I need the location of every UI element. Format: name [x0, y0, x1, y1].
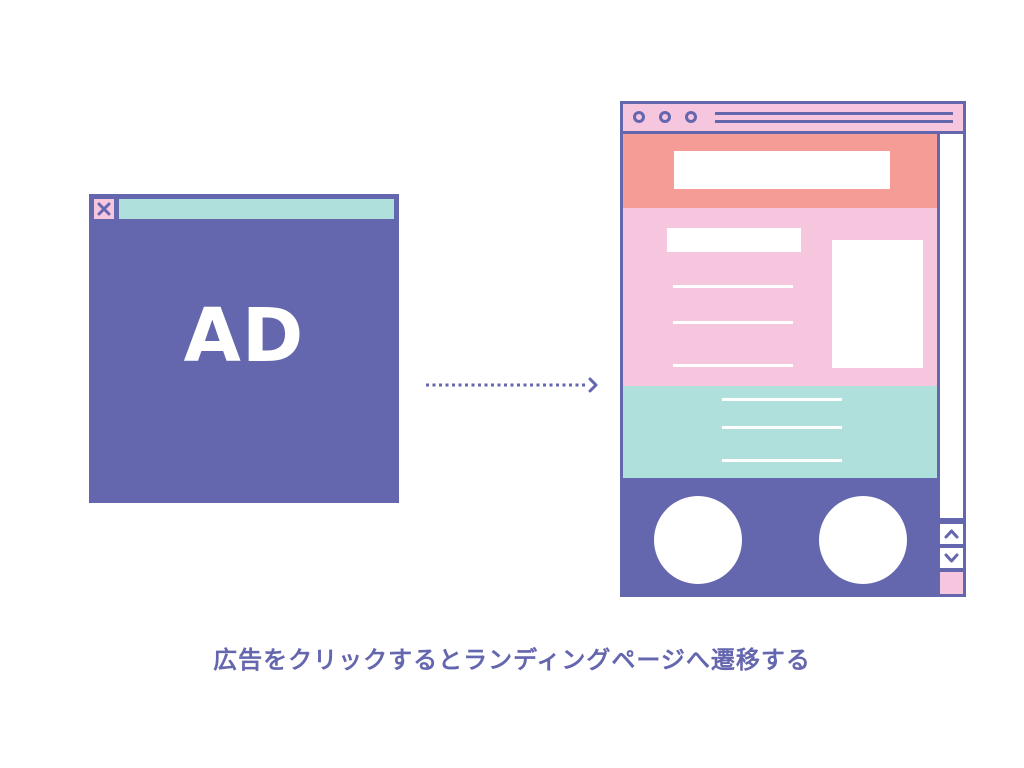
caption: 広告をクリックするとランディングページへ遷移する — [213, 646, 811, 674]
scrollbar-track[interactable] — [940, 134, 963, 518]
window-dot-icon — [659, 111, 671, 123]
close-icon[interactable] — [94, 199, 114, 219]
lp-header-section — [623, 134, 937, 208]
chevron-down-icon[interactable] — [940, 548, 963, 568]
chevron-up-icon[interactable] — [940, 524, 963, 544]
dotted-arrow-icon — [420, 374, 602, 400]
window-dot-icon — [685, 111, 697, 123]
circle-image — [819, 496, 907, 584]
title-line — [715, 120, 953, 123]
landing-page-window — [620, 101, 966, 597]
browser-title-bar — [623, 104, 963, 131]
lp-content-section — [623, 208, 937, 386]
circle-image — [654, 496, 742, 584]
lp-feature-section — [623, 386, 937, 478]
text-line — [722, 398, 842, 401]
text-line — [673, 364, 793, 367]
title-line — [715, 112, 953, 115]
ad-label: AD — [183, 293, 305, 379]
scrollbar-corner — [940, 572, 963, 594]
window-dot-icon — [633, 111, 645, 123]
text-line — [722, 459, 842, 462]
text-line — [673, 321, 793, 324]
ad-window[interactable]: AD — [89, 194, 399, 503]
lp-image-block — [832, 240, 923, 368]
lp-hero-block — [674, 151, 890, 189]
text-line — [722, 426, 842, 429]
text-line — [673, 285, 793, 288]
ad-title-bar — [119, 199, 394, 219]
lp-content-title-block — [667, 228, 801, 252]
lp-footer-section — [623, 478, 937, 594]
